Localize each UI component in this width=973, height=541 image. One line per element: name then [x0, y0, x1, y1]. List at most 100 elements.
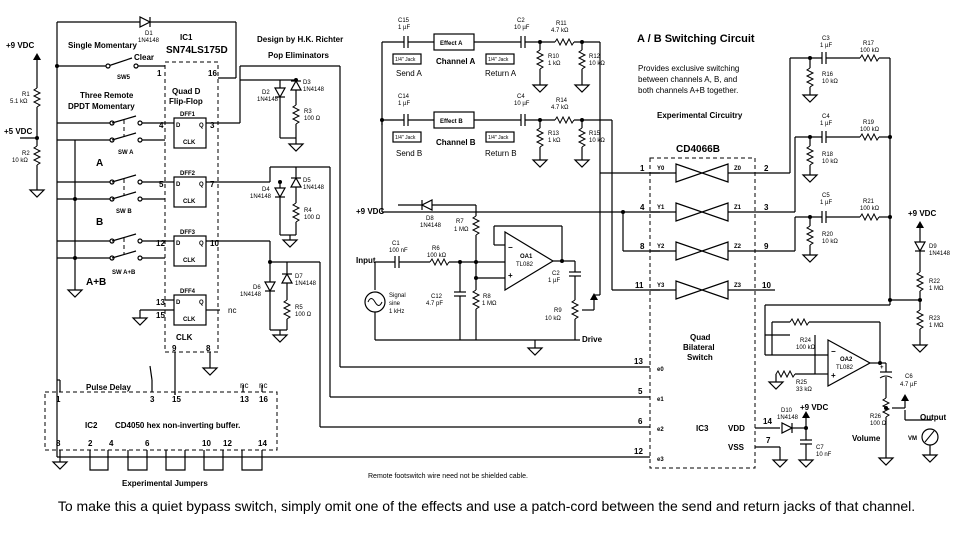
ic2-pin: 1 — [56, 395, 61, 404]
svg-text:R14: R14 — [556, 98, 568, 104]
ic1-clk-label: CLK — [176, 333, 193, 342]
switch-b: SW B — [57, 174, 165, 215]
ic3-pin: 13 — [634, 357, 643, 366]
ic3-pin: 5 — [638, 387, 643, 396]
ic2-pin: 14 — [258, 439, 267, 448]
ic3-pin: 11 — [635, 281, 644, 290]
switch-gate-3: Y3 Z3 — [650, 280, 755, 300]
d5-name: D5 — [303, 178, 311, 184]
ic1-pin: 1 — [157, 69, 162, 78]
svg-text:+: + — [831, 371, 836, 380]
r6-name: R6 — [432, 246, 440, 252]
svg-text:R13: R13 — [548, 131, 560, 137]
r26-value: 100 Ω — [870, 421, 887, 427]
ic1-desc-2: Flip-Flop — [169, 97, 203, 106]
r21-value: 100 kΩ — [860, 206, 880, 212]
ic3-pin: 12 — [634, 447, 643, 456]
ic1-pin: 16 — [208, 69, 217, 78]
svg-text:1/4" Jack: 1/4" Jack — [488, 135, 509, 141]
svg-text:CLK: CLK — [183, 199, 196, 205]
ic2-pin: 6 — [145, 439, 150, 448]
signal-label-3: 1 kHz — [389, 309, 404, 315]
d3-name: D3 — [303, 80, 311, 86]
svg-text:Send B: Send B — [396, 149, 422, 158]
svg-text:DFF3: DFF3 — [180, 230, 196, 236]
d3-value: 1N4148 — [303, 87, 325, 93]
c5-name: C5 — [822, 193, 830, 199]
d4-value: 1N4148 — [250, 194, 272, 200]
plus9-label-vdd: +9 VDC — [800, 403, 828, 412]
svg-text:Z2: Z2 — [734, 244, 742, 250]
voltmeter — [921, 428, 939, 446]
svg-text:Z1: Z1 — [734, 205, 742, 211]
plus5-label: +5 VDC — [4, 127, 32, 136]
svg-text:R15: R15 — [589, 131, 601, 137]
svg-text:DFF1: DFF1 — [180, 112, 196, 118]
r1-value: 5.1 kΩ — [10, 99, 28, 105]
ic1-pin: 8 — [206, 344, 211, 353]
input-label: Input — [356, 256, 376, 265]
d9-name: D9 — [929, 244, 937, 250]
dff2: DFF2 D Q CLK — [173, 171, 207, 208]
c12-name: C12 — [431, 294, 443, 300]
ic2-pin: 10 — [202, 439, 211, 448]
d2-value: 1N4148 — [257, 97, 279, 103]
ic3-pin: 6 — [638, 417, 643, 426]
svg-text:Channel A: Channel A — [436, 57, 475, 66]
oa2-part: TL082 — [836, 365, 854, 371]
output-label: Output — [920, 413, 947, 422]
svg-text:D: D — [176, 300, 181, 306]
ic3-outline — [649, 157, 756, 469]
ic3-pin: 1 — [640, 164, 645, 173]
ic3-name: IC3 — [696, 424, 709, 433]
ic1-desc-1: Quad D — [172, 87, 201, 96]
svg-text:C4: C4 — [517, 94, 525, 100]
svg-text:1 kΩ: 1 kΩ — [548, 61, 561, 67]
r5-name: R5 — [295, 305, 303, 311]
switch-gate-0: Y0 Z0 — [650, 163, 755, 183]
ic3-pin: 4 — [640, 203, 645, 212]
ic3-desc-3: Switch — [687, 353, 713, 362]
svg-text:D: D — [176, 241, 181, 247]
d2-name: D2 — [262, 90, 270, 96]
ic1-pin: 13 — [156, 298, 165, 307]
r2-value: 10 kΩ — [12, 158, 28, 164]
ic3-pin: 8 — [640, 242, 645, 251]
d1-name: D1 — [145, 31, 153, 37]
ic1-pin: 7 — [210, 180, 215, 189]
ic1-name: IC1 — [180, 33, 193, 42]
c4b-name: C4 — [822, 114, 830, 120]
r19-name: R19 — [863, 120, 875, 126]
r16-name: R16 — [822, 72, 834, 78]
b-label: B — [96, 217, 103, 228]
svg-text:Y2: Y2 — [657, 244, 665, 250]
ic2-nc: nc — [259, 381, 267, 390]
ic3-e3: e3 — [657, 457, 664, 463]
ic3-desc-2: Bilateral — [683, 343, 715, 352]
ic1-outline — [164, 61, 219, 353]
svg-text:Send A: Send A — [396, 69, 422, 78]
c1-value: 100 nF — [389, 248, 408, 254]
swb-label: SW B — [116, 209, 132, 215]
ic3-part: CD4066B — [676, 144, 720, 155]
r24-name: R24 — [800, 338, 812, 344]
svg-text:+: + — [880, 365, 884, 371]
volume-label: Volume — [852, 434, 881, 443]
r18-name: R18 — [822, 152, 834, 158]
d8-name: D8 — [426, 216, 434, 222]
r21-name: R21 — [863, 199, 875, 205]
ic2-pin: 15 — [172, 395, 181, 404]
d5-value: 1N4148 — [303, 185, 325, 191]
svg-text:1/4" Jack: 1/4" Jack — [395, 135, 416, 141]
r18-value: 10 kΩ — [822, 159, 838, 165]
r16-value: 10 kΩ — [822, 79, 838, 85]
ic1-pin: 12 — [156, 239, 165, 248]
svg-text:−: − — [831, 347, 836, 356]
svg-text:−: − — [508, 243, 513, 252]
ic3-e0: e0 — [657, 367, 664, 373]
dff3: DFF3 D Q CLK — [173, 230, 207, 267]
r4-name: R4 — [304, 208, 312, 214]
svg-text:4.7 kΩ: 4.7 kΩ — [551, 28, 569, 34]
r17-value: 100 kΩ — [860, 48, 880, 54]
r20-value: 10 kΩ — [822, 239, 838, 245]
